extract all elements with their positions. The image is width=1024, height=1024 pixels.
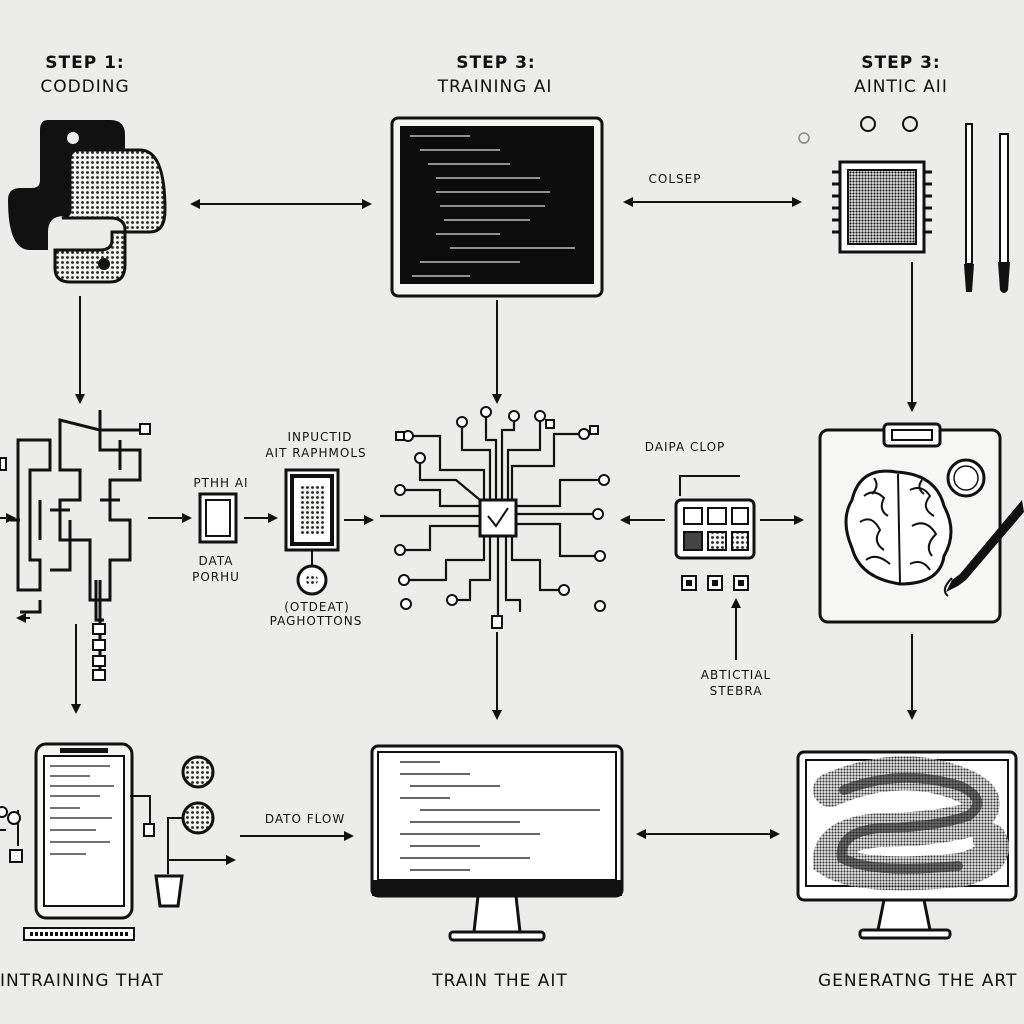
abtictial-label: ABTICTIAL: [700, 668, 772, 682]
paintbrush-icon: [964, 123, 1010, 293]
step3-title: STEP 3:: [861, 53, 941, 73]
daipa-clop-label: DAIPA CLOP: [644, 440, 726, 454]
paghottons-label: PAGHOTTONS: [269, 614, 363, 628]
node-icon: [394, 406, 610, 629]
data-module-icon: [198, 492, 238, 544]
pthh-ai-label: PTHH AI: [193, 476, 249, 490]
input-module-icon: [284, 468, 340, 596]
step3-subtitle: AINTIC AII: [854, 77, 948, 97]
chip-icon: [832, 160, 932, 254]
otdeat-label: (OTDEAT): [284, 600, 350, 614]
data-label: DATA: [198, 554, 234, 568]
stebra-label: STEBRA: [709, 684, 763, 698]
step2-title: STEP 3:: [456, 53, 536, 73]
dot-icon: [902, 116, 918, 132]
colsep-label: COLSEP: [648, 172, 702, 186]
inpuctid-label: INPUCTID: [287, 430, 353, 444]
dato-flow-label: DATO FLOW: [264, 812, 346, 826]
footer-label-left: INTRAINING THAT: [0, 971, 164, 991]
keyboard-icon: [23, 927, 135, 941]
neural-network-chip-icon: [380, 416, 600, 620]
dot-icon: [860, 116, 876, 132]
tablet-device-icon: [34, 742, 134, 920]
dot-icon: [798, 132, 810, 144]
step1-title: STEP 1:: [45, 53, 125, 73]
porhu-label: PORHU: [192, 570, 240, 584]
brain-canvas-icon: [818, 422, 1024, 624]
python-logo-icon: [8, 120, 167, 284]
monitor-art-icon: [796, 750, 1018, 940]
ait-raphmols-label: AIT RAPHMOLS: [265, 446, 367, 460]
terminal-window-icon: [390, 116, 604, 298]
sensor-icon: [0, 755, 236, 908]
footer-label-right: GENERATNG THE ART: [818, 971, 1018, 991]
data-clip-module-icon: [674, 475, 756, 591]
step1-subtitle: CODDING: [40, 77, 130, 97]
monitor-code-icon: [370, 744, 624, 942]
footer-label-center: TRAIN THE AIT: [432, 971, 568, 991]
step2-subtitle: TRAINING AI: [437, 77, 553, 97]
connector-icon: [92, 623, 106, 681]
